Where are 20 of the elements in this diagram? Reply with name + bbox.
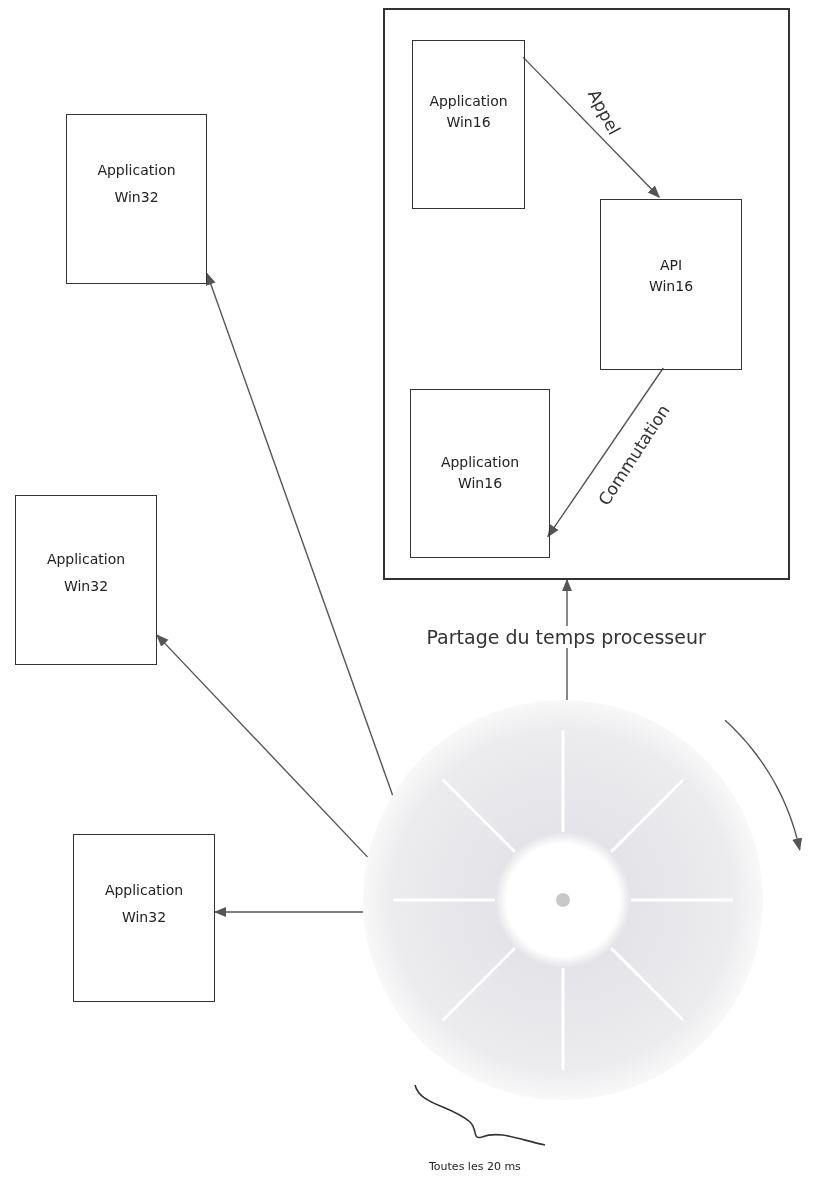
process-box bbox=[73, 834, 215, 1002]
box-label: Application Win16 bbox=[429, 92, 508, 132]
box-label: API Win16 bbox=[648, 256, 694, 296]
group-frame bbox=[383, 8, 790, 580]
arrow bbox=[156, 634, 369, 858]
box-label: Application Win32 bbox=[97, 161, 176, 207]
time-note: Toutes les 20 ms bbox=[429, 1159, 521, 1173]
scheduler-wheel-drawing bbox=[363, 700, 763, 1100]
process-box bbox=[410, 389, 550, 558]
process-box bbox=[600, 199, 742, 370]
arrow bbox=[213, 906, 365, 918]
box-label: Application Win16 bbox=[440, 453, 520, 493]
arrow bbox=[522, 56, 661, 198]
box-label: Application Win32 bbox=[46, 550, 126, 596]
process-box bbox=[66, 114, 207, 284]
process-box bbox=[15, 495, 157, 665]
arrow bbox=[206, 272, 394, 796]
arrow bbox=[547, 367, 664, 538]
box-label: Application Win32 bbox=[104, 881, 184, 927]
process-box bbox=[412, 40, 525, 209]
